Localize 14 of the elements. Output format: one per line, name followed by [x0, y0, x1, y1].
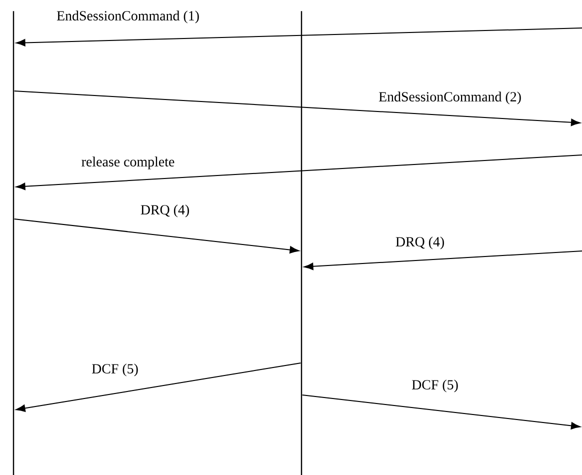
- arrow: [304, 250, 582, 270]
- arrow: [16, 154, 582, 190]
- arrow: [14, 218, 300, 254]
- edge-label: release complete: [80, 156, 176, 170]
- edge-label: DRQ (4): [394, 236, 446, 250]
- edge-label: DCF (5): [410, 378, 460, 394]
- arrow: [16, 28, 582, 46]
- edge-label: DRQ (4): [139, 204, 191, 218]
- edge-label: EndSessionCommand (1): [56, 10, 200, 24]
- arrow: [14, 90, 580, 126]
- edge-label: EndSessionCommand (2): [378, 90, 522, 106]
- edge-label: DCF (5): [90, 362, 140, 378]
- arrow: [16, 362, 302, 412]
- arrow: [302, 394, 580, 430]
